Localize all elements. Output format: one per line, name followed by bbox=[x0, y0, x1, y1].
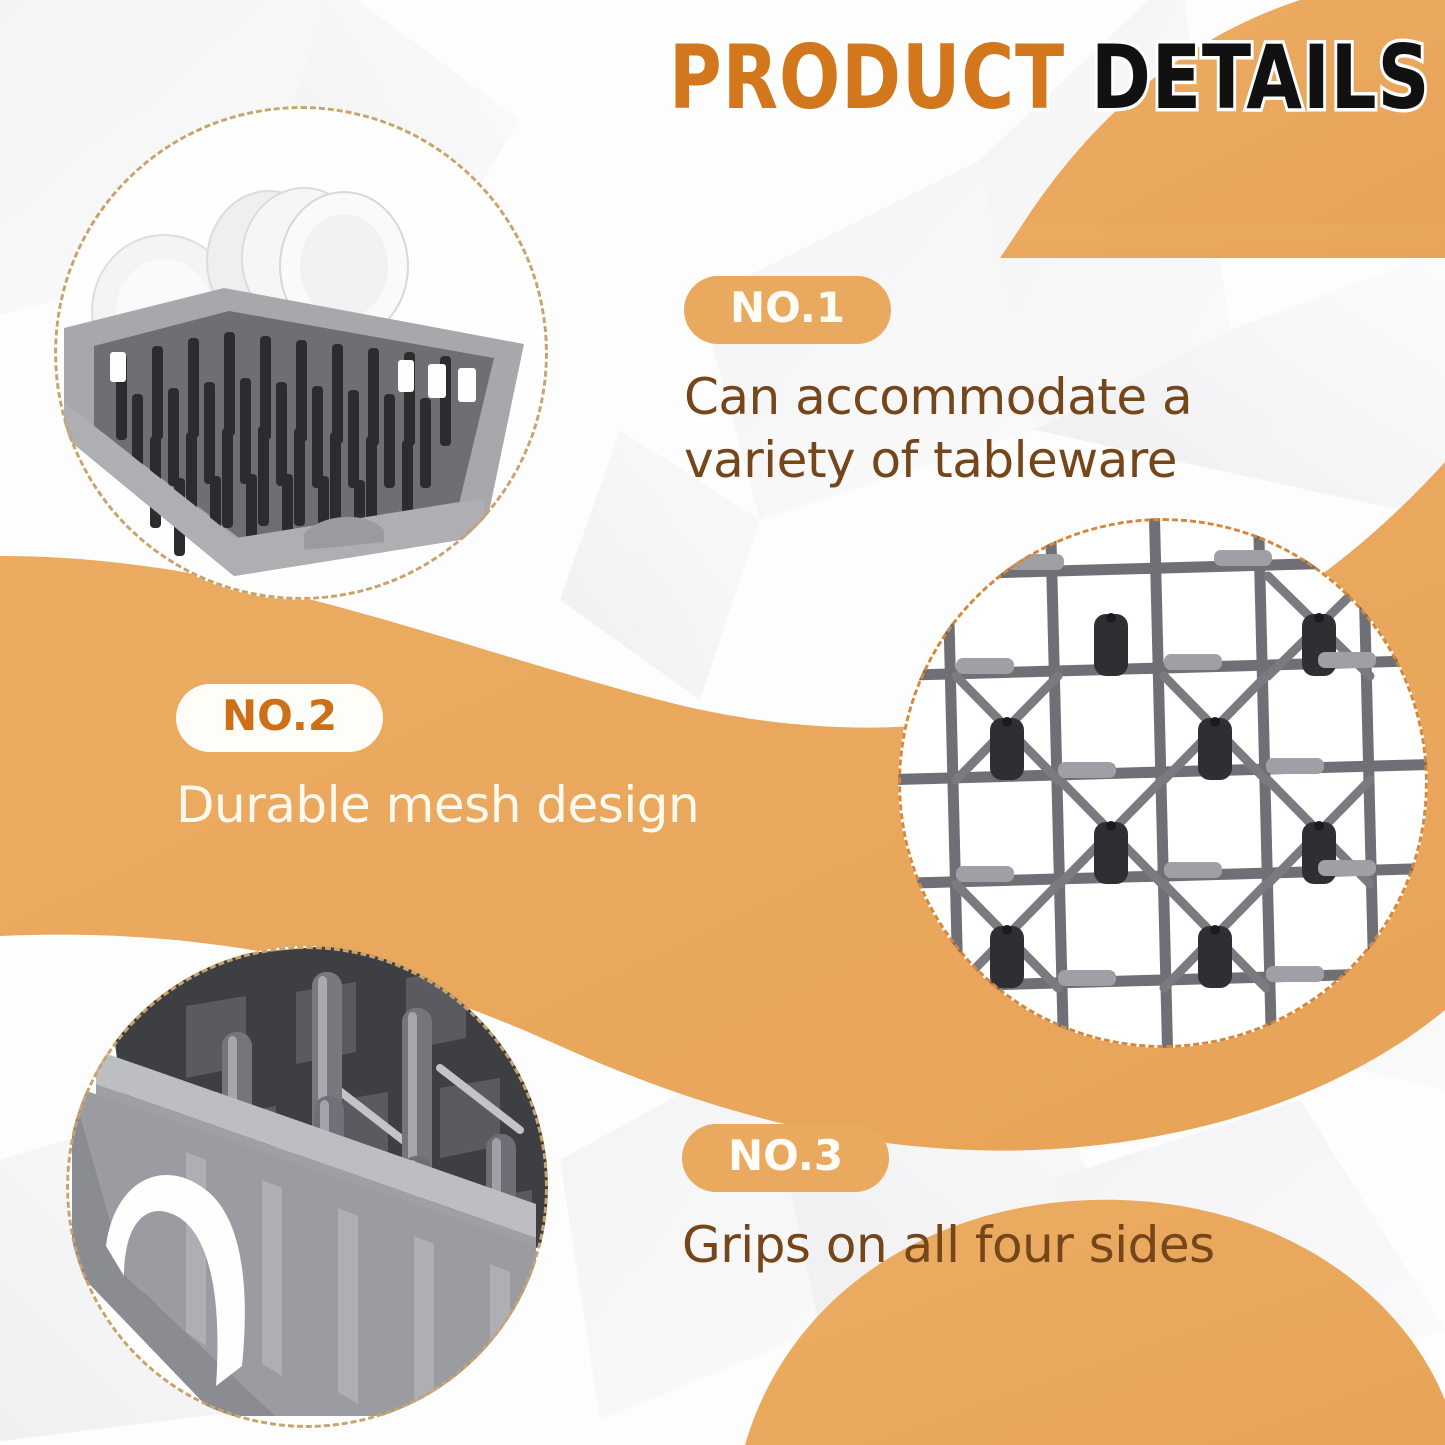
feature-description-1: Can accommodate a variety of tableware bbox=[684, 368, 1193, 490]
feature-block-3: NO.3 Grips on all four sides bbox=[682, 1124, 1302, 1277]
feature-badge-2: NO.2 bbox=[176, 684, 384, 753]
feature-badge-3: NO.3 bbox=[682, 1124, 890, 1193]
page-title: PRODUCT DETAILS bbox=[260, 30, 1445, 125]
feature-image-3 bbox=[66, 946, 548, 1428]
feature-image-1 bbox=[54, 106, 548, 600]
feature-block-1: NO.1 Can accommodate a variety of tablew… bbox=[684, 276, 1344, 492]
title-details: DETAILS bbox=[1065, 26, 1432, 129]
feature-description-3: Grips on all four sides bbox=[682, 1216, 1215, 1275]
title-product: PRODUCT bbox=[666, 26, 1067, 129]
feature-block-2: NO.2 Durable mesh design bbox=[176, 684, 796, 837]
feature-badge-1: NO.1 bbox=[684, 276, 892, 345]
feature-description-2: Durable mesh design bbox=[176, 776, 700, 835]
feature-image-2 bbox=[898, 518, 1428, 1048]
